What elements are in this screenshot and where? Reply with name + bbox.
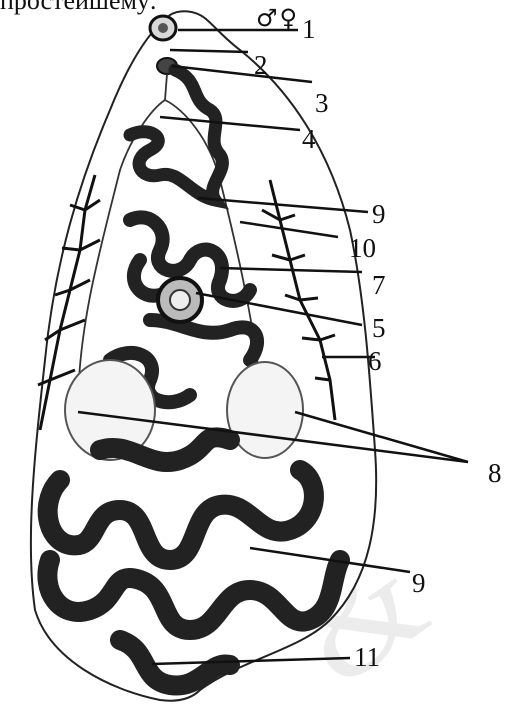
label-9-upper: 9 (372, 201, 386, 228)
label-5: 5 (372, 315, 386, 342)
label-2: 2 (254, 52, 268, 79)
label-1: 1 (302, 16, 316, 43)
label-7: 7 (372, 272, 386, 299)
label-3: 3 (315, 90, 329, 117)
sex-symbols: ♂♀ (256, 6, 299, 30)
caption-partial: простейшему: (0, 0, 157, 16)
label-9-lower: 9 (412, 570, 426, 597)
label-11: 11 (354, 644, 380, 671)
label-8: 8 (488, 460, 502, 487)
label-10: 10 (349, 235, 376, 262)
label-4: 4 (302, 126, 316, 153)
label-6: 6 (368, 348, 382, 375)
